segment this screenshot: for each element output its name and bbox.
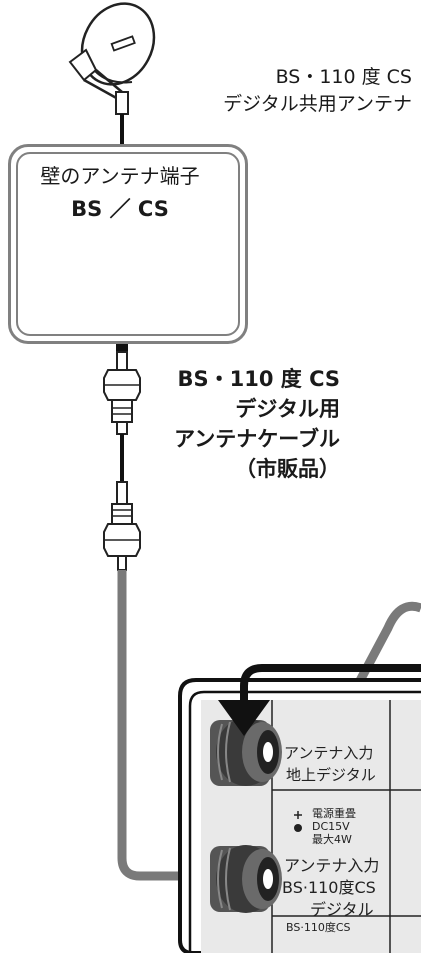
satellite-dish-icon bbox=[68, 2, 156, 144]
cable-label-line4: （市販品） bbox=[235, 457, 340, 481]
bs-label-line1: アンテナ入力 bbox=[284, 856, 380, 875]
terrestrial-label-line1: アンテナ入力 bbox=[284, 744, 374, 762]
bs-label-line2: BS·110度CS bbox=[282, 878, 376, 897]
bs-cs-antenna-connector-icon bbox=[210, 845, 282, 913]
cable-label-line3: アンテナケーブル bbox=[174, 427, 340, 451]
power-label-line3: 最大4W bbox=[312, 833, 352, 846]
cable-label-line2: デジタル用 bbox=[235, 397, 340, 421]
antenna-label-line2: デジタル共用アンテナ bbox=[223, 93, 412, 115]
wall-outlet-title: 壁のアンテナ端子 bbox=[40, 164, 200, 188]
antenna-caption: BS・110 度 CS デジタル共用アンテナ bbox=[150, 64, 412, 118]
wall-plate-inner-border bbox=[16, 152, 240, 336]
cable-label: BS・110 度 CS デジタル用 アンテナケーブル （市販品） bbox=[110, 364, 340, 484]
f-connector-plug-lower-icon bbox=[103, 481, 141, 571]
terrestrial-label-line2: 地上デジタル bbox=[286, 766, 376, 784]
wall-outlet-subtitle: BS ／ CS bbox=[71, 197, 169, 221]
bs-label-line3: デジタル bbox=[310, 900, 374, 919]
power-label-line2: DC15V bbox=[312, 820, 350, 833]
bs-bottom-label: BS·110度CS bbox=[286, 921, 351, 934]
f-connector-plug-upper-icon bbox=[103, 351, 141, 435]
terrestrial-antenna-connector-icon bbox=[210, 718, 282, 786]
black-cable-arrow-terrestrial bbox=[218, 664, 421, 736]
power-label-line1: 電源重畳 bbox=[312, 807, 356, 820]
power-terminal-icon bbox=[294, 824, 302, 832]
cable-label-line1: BS・110 度 CS bbox=[177, 367, 340, 391]
antenna-label-line1: BS・110 度 CS bbox=[275, 66, 412, 88]
wall-plate bbox=[8, 144, 248, 344]
